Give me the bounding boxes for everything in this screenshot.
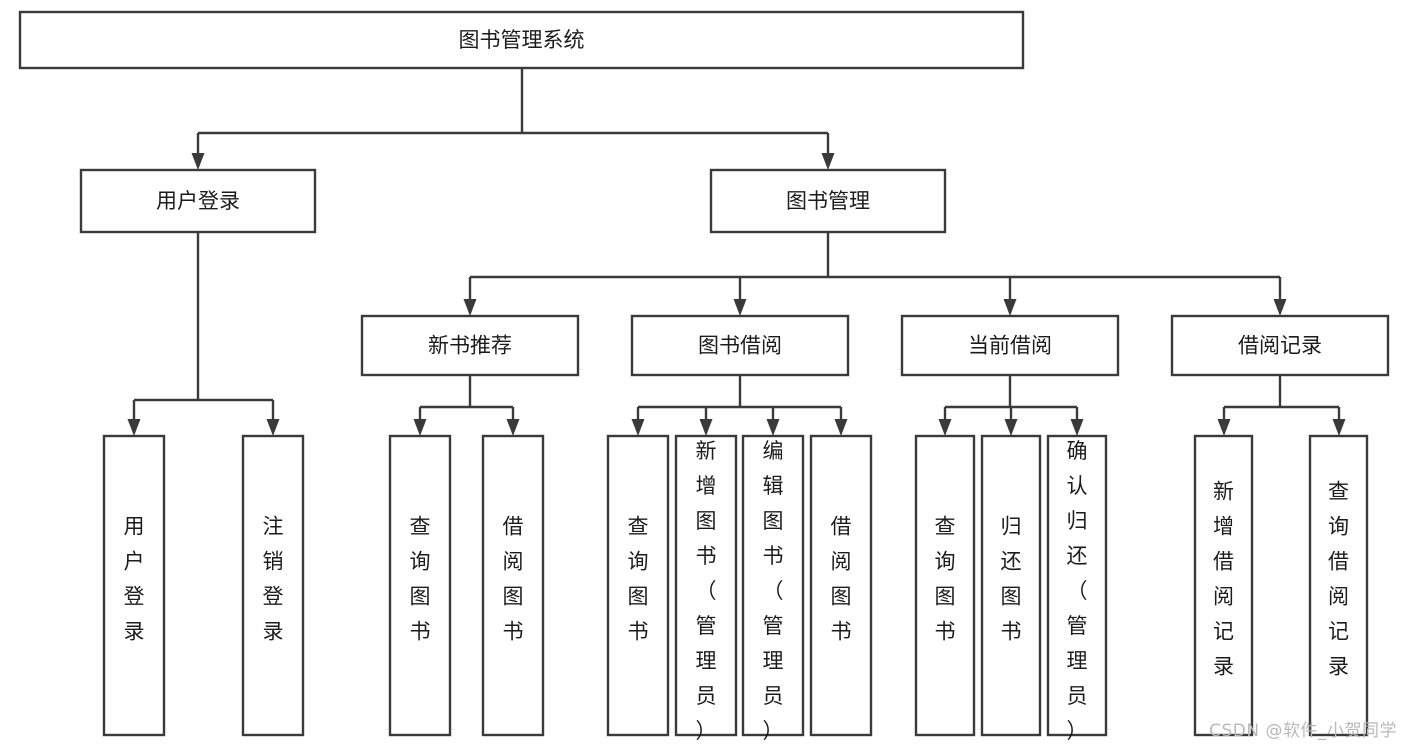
node-label: 用户登录 — [124, 515, 145, 644]
arrow-head-icon — [191, 153, 205, 170]
edge-group-book-manage — [463, 232, 1287, 316]
node-leaf-user-login[interactable]: 用户登录 — [102, 434, 166, 737]
edge-group-current-borrow — [938, 375, 1084, 436]
node-label: 借阅图书 — [503, 515, 524, 644]
node-leaf-query-book-3[interactable]: 查询图书 — [914, 434, 976, 737]
arrow-head-icon — [631, 419, 645, 436]
edge-group-new-book-rec — [413, 375, 520, 436]
node-box — [1308, 434, 1369, 737]
node-layer: 图书管理系统用户登录图书管理新书推荐图书借阅当前借阅借阅记录用户登录注销登录查询… — [18, 10, 1390, 743]
node-leaf-add-record[interactable]: 新增借阅记录 — [1193, 434, 1254, 737]
arrow-head-icon — [127, 419, 141, 436]
node-root[interactable]: 图书管理系统 — [18, 10, 1025, 70]
node-label: 查询借阅记录 — [1328, 480, 1349, 679]
arrow-head-icon — [821, 153, 835, 170]
node-box — [481, 434, 545, 737]
arrow-head-icon — [1070, 419, 1084, 436]
node-leaf-query-record[interactable]: 查询借阅记录 — [1308, 434, 1369, 737]
node-label: 当前借阅 — [968, 334, 1052, 358]
arrow-head-icon — [266, 419, 280, 436]
node-box — [79, 168, 317, 234]
node-leaf-confirm-return[interactable]: 确认归还（管理员） — [1046, 434, 1108, 743]
node-box — [1046, 434, 1108, 737]
node-leaf-logout[interactable]: 注销登录 — [241, 434, 305, 737]
node-new-book-rec[interactable]: 新书推荐 — [360, 314, 580, 377]
arrow-head-icon — [413, 419, 427, 436]
node-label: 查询图书 — [935, 515, 956, 644]
node-label: 借阅图书 — [831, 515, 852, 644]
arrow-head-icon — [1004, 419, 1018, 436]
node-box — [18, 10, 1025, 70]
node-box — [900, 314, 1120, 377]
node-box — [102, 434, 166, 737]
node-box — [674, 434, 738, 737]
arrow-head-icon — [766, 419, 780, 436]
node-label: 图书管理系统 — [459, 28, 585, 52]
node-box — [980, 434, 1042, 737]
arrow-head-icon — [938, 419, 952, 436]
node-box — [914, 434, 976, 737]
node-box — [809, 434, 873, 737]
arrow-head-icon — [463, 299, 477, 316]
node-leaf-borrow-book-2[interactable]: 借阅图书 — [809, 434, 873, 737]
node-label: 编辑图书（管理员） — [763, 439, 784, 743]
node-current-borrow[interactable]: 当前借阅 — [900, 314, 1120, 377]
node-box — [1193, 434, 1254, 737]
node-box — [1170, 314, 1390, 377]
node-label: 图书管理 — [786, 189, 870, 213]
node-box — [241, 434, 305, 737]
node-leaf-return-book[interactable]: 归还图书 — [980, 434, 1042, 737]
node-label: 图书借阅 — [698, 334, 782, 358]
node-box — [709, 168, 947, 234]
arrow-head-icon — [1332, 419, 1346, 436]
node-leaf-borrow-book-1[interactable]: 借阅图书 — [481, 434, 545, 737]
arrow-head-icon — [1273, 299, 1287, 316]
node-label: 归还图书 — [1001, 515, 1022, 644]
node-box — [630, 314, 850, 377]
edge-group-user-login — [127, 232, 280, 436]
arrow-head-icon — [1217, 419, 1231, 436]
arrow-head-icon — [699, 419, 713, 436]
node-leaf-query-book-2[interactable]: 查询图书 — [606, 434, 670, 737]
edge-layer — [127, 68, 1346, 436]
node-label: 新书推荐 — [428, 334, 512, 358]
node-box — [741, 434, 805, 737]
arrow-head-icon — [506, 419, 520, 436]
node-label: 查询图书 — [410, 515, 431, 644]
node-label: 新增借阅记录 — [1213, 480, 1234, 679]
node-book-borrow[interactable]: 图书借阅 — [630, 314, 850, 377]
watermark: CSDN @软件_小贺同学 — [1209, 721, 1397, 741]
edge-group-book-borrow — [631, 375, 848, 436]
node-box — [360, 314, 580, 377]
arrow-head-icon — [733, 299, 747, 316]
node-label: 查询图书 — [628, 515, 649, 644]
node-leaf-add-book[interactable]: 新增图书（管理员） — [674, 434, 738, 743]
node-user-login[interactable]: 用户登录 — [79, 168, 317, 234]
edge-group-borrow-record — [1217, 375, 1346, 436]
arrow-head-icon — [1003, 299, 1017, 316]
node-label: 确认归还（管理员） — [1067, 439, 1088, 743]
node-borrow-record[interactable]: 借阅记录 — [1170, 314, 1390, 377]
node-label: 借阅记录 — [1238, 334, 1322, 358]
node-box — [606, 434, 670, 737]
node-box — [388, 434, 452, 737]
node-leaf-edit-book[interactable]: 编辑图书（管理员） — [741, 434, 805, 743]
edge-group-root — [191, 68, 835, 170]
arrow-head-icon — [834, 419, 848, 436]
node-leaf-query-book-1[interactable]: 查询图书 — [388, 434, 452, 737]
node-book-manage[interactable]: 图书管理 — [709, 168, 947, 234]
node-label: 注销登录 — [263, 515, 284, 644]
node-label: 新增图书（管理员） — [696, 439, 717, 743]
node-label: 用户登录 — [156, 189, 240, 213]
